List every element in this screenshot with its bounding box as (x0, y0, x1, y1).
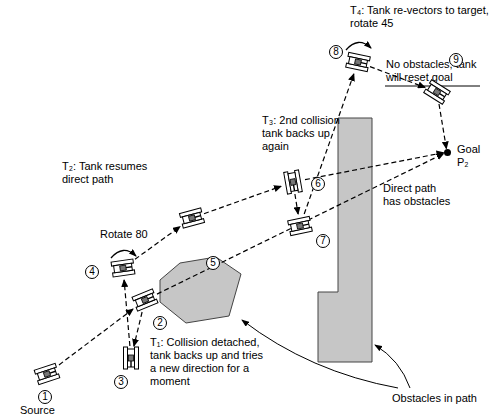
tank-hull (348, 57, 367, 68)
callout-number: 9 (449, 53, 463, 67)
tank-turret (290, 179, 296, 186)
tank-icon (119, 346, 143, 370)
tank-hull (135, 293, 154, 306)
tank-hull (37, 368, 56, 380)
annotation-text: T₁: Collision detached, tank backs up an… (150, 336, 268, 388)
annotation-text: T₄: Tank re-vectors to target, rotate 45 (350, 4, 498, 30)
tank-position: 4 (111, 256, 135, 280)
path-arrow (134, 312, 142, 346)
tank-body (179, 208, 204, 228)
tank-icon (425, 80, 449, 104)
path-arrow (124, 280, 130, 346)
tank-barrel (294, 185, 295, 191)
tank-body (34, 363, 60, 384)
tank-position: 1Source (35, 362, 59, 386)
tank-body (111, 259, 135, 277)
tank-body (288, 216, 313, 235)
tank-icon (281, 170, 305, 194)
annotation-text: Direct path has obstacles (383, 182, 453, 208)
tank-position: 8 (346, 50, 370, 74)
goal-point: Goal P₂ (444, 149, 451, 156)
callout-number: 1 (38, 390, 52, 404)
tank-turret (188, 215, 195, 221)
tank-body (424, 80, 451, 104)
callout-number: 7 (316, 234, 330, 248)
tank-icon (346, 50, 370, 74)
tank-turret (355, 59, 362, 65)
callout-number: 2 (153, 316, 167, 330)
tank-track (135, 347, 139, 369)
obstacle-rock (160, 257, 241, 323)
tank-turret (297, 223, 304, 229)
path-arrow (295, 194, 298, 214)
tank-barrel (126, 266, 132, 268)
tank-icon (288, 214, 312, 238)
tank-hull (128, 349, 135, 367)
path-arrow (59, 309, 133, 365)
tank-turret (120, 265, 127, 271)
leader-line (375, 345, 410, 388)
tank-hull (288, 173, 298, 192)
node-label: Source (20, 404, 55, 415)
rotation-arrow (346, 42, 371, 50)
tank-hull (182, 212, 201, 223)
leader-line (242, 320, 398, 388)
tank-icon (133, 288, 157, 312)
callout-number: 6 (311, 177, 325, 191)
callout-number: 3 (114, 375, 128, 389)
tank-body (284, 170, 303, 194)
tank-body (132, 289, 158, 311)
node-label: Goal P₂ (457, 143, 487, 169)
path-arrow (439, 104, 446, 149)
callout-number: 5 (206, 256, 220, 270)
tank-turret (433, 88, 441, 95)
tank-barrel (130, 361, 131, 367)
tank-turret (129, 355, 134, 361)
tank-position: 5 (180, 206, 204, 230)
tank-icon (111, 256, 135, 280)
path-arrow (204, 186, 281, 213)
tank-track (124, 347, 128, 369)
path-arrow (157, 154, 444, 294)
tank-position: 6 (281, 170, 305, 194)
callout-number: 4 (85, 265, 99, 279)
path-arrow (305, 153, 444, 180)
path-arrow (304, 74, 354, 214)
tank-barrel (440, 94, 445, 97)
tank-barrel (148, 297, 154, 299)
annotation-text: Rotate 80 (100, 228, 148, 241)
tank-body (346, 52, 371, 71)
annotation-text: T₂: Tank resumes direct path (62, 160, 157, 186)
tank-barrel (50, 371, 56, 373)
tank-position: 9 (425, 80, 449, 104)
annotation-text: Obstacles in path (392, 392, 477, 405)
tank-turret (43, 371, 50, 378)
tank-barrel (361, 63, 367, 64)
tank-icon (35, 362, 59, 386)
annotation-text: T₃: 2nd collision tank backs up again (262, 114, 350, 153)
tank-position: 2 (133, 288, 157, 312)
rotation-arrow (111, 250, 136, 258)
tank-body (124, 347, 139, 369)
tank-barrel (195, 216, 201, 218)
tank-hull (114, 263, 133, 272)
tank-hull (428, 84, 447, 99)
tank-turret (141, 297, 148, 304)
tank-hull (290, 221, 309, 232)
callout-number: 8 (329, 45, 343, 59)
tank-icon (180, 206, 204, 230)
tank-position: 3 (119, 346, 143, 370)
tank-barrel (303, 224, 309, 225)
tank-position: 7 (288, 214, 312, 238)
